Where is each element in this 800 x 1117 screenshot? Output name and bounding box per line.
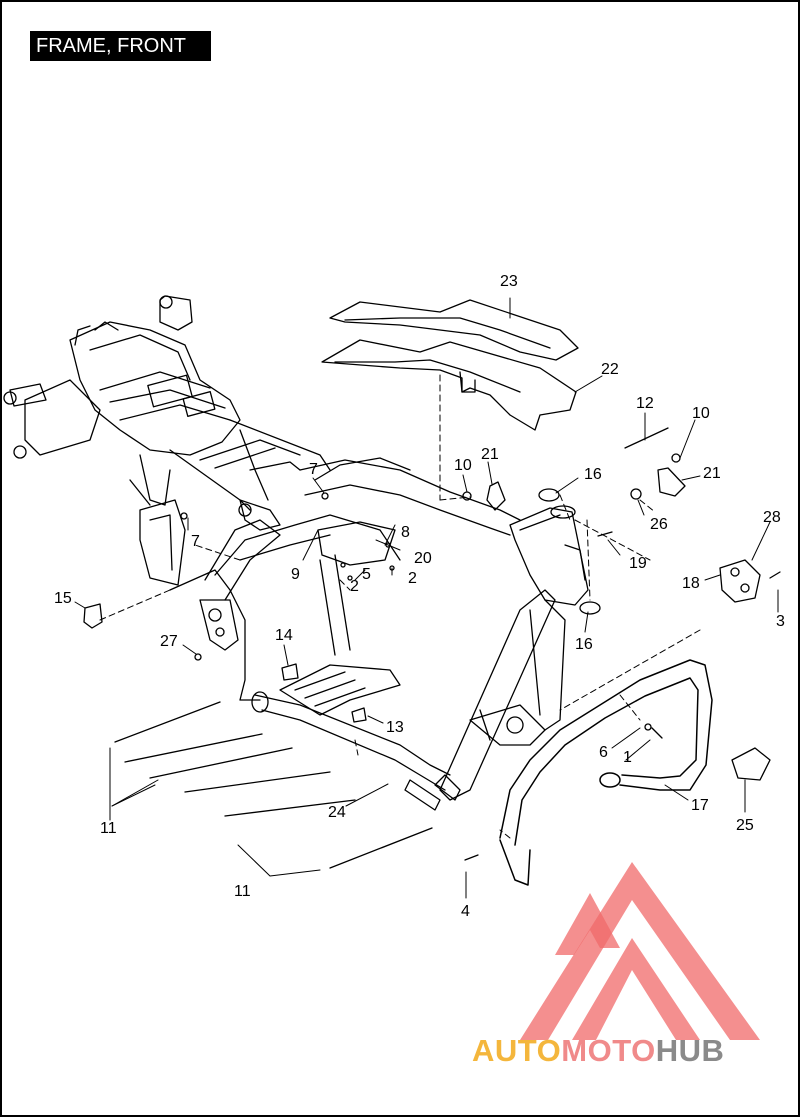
callout-20: 20 (414, 550, 432, 567)
upper-cover-parts (321, 299, 579, 431)
callout-2: 2 (408, 570, 417, 587)
callout-4: 4 (461, 903, 470, 920)
rear-frame-section (3, 295, 331, 511)
callout-5: 5 (362, 566, 371, 583)
callout-8: 8 (401, 524, 410, 541)
engine-guard-bar (499, 659, 713, 886)
callout-1: 1 (623, 749, 632, 766)
callout-21: 21 (703, 465, 721, 482)
callout-10: 10 (454, 457, 472, 474)
watermark-auto: AUTO (472, 1033, 562, 1068)
callout-12: 12 (636, 395, 654, 412)
callout-27: 27 (160, 633, 178, 650)
callout-16: 16 (575, 636, 593, 653)
callout-15: 15 (54, 590, 72, 607)
watermark-moto: MOTO (561, 1033, 656, 1068)
title-box (30, 31, 211, 61)
callout-7: 7 (309, 461, 318, 478)
leader-dashed-lines (99, 374, 701, 839)
callout-28: 28 (763, 509, 781, 526)
callout-21: 21 (481, 446, 499, 463)
diagram-title: FRAME, FRONT (36, 35, 186, 57)
callout-14: 14 (275, 627, 293, 644)
watermark-hub: HUB (655, 1033, 725, 1068)
callout-6: 6 (599, 744, 608, 761)
callout-11: 11 (100, 820, 117, 837)
callout-17: 17 (691, 797, 709, 814)
callout-11: 11 (234, 883, 251, 900)
callout-13: 13 (386, 719, 404, 736)
callout-16: 16 (584, 466, 602, 483)
callout-3: 3 (776, 613, 785, 630)
callout-24: 24 (328, 804, 346, 821)
watermark-text: AUTOMOTOHUB (472, 1033, 724, 1069)
callout-22: 22 (601, 361, 619, 378)
watermark-logo-icon (520, 862, 760, 1040)
callout-25: 25 (736, 817, 754, 834)
front-frame-main (139, 457, 589, 811)
callout-18: 18 (682, 575, 700, 592)
callout-9: 9 (291, 566, 300, 583)
callout-19: 19 (629, 555, 647, 572)
callout-2: 2 (350, 578, 359, 595)
callout-10: 10 (692, 405, 710, 422)
callout-23: 23 (500, 273, 518, 290)
callout-leader-lines (74, 297, 779, 899)
callout-7: 7 (191, 533, 200, 550)
callout-26: 26 (650, 516, 668, 533)
small-parts (83, 427, 781, 869)
